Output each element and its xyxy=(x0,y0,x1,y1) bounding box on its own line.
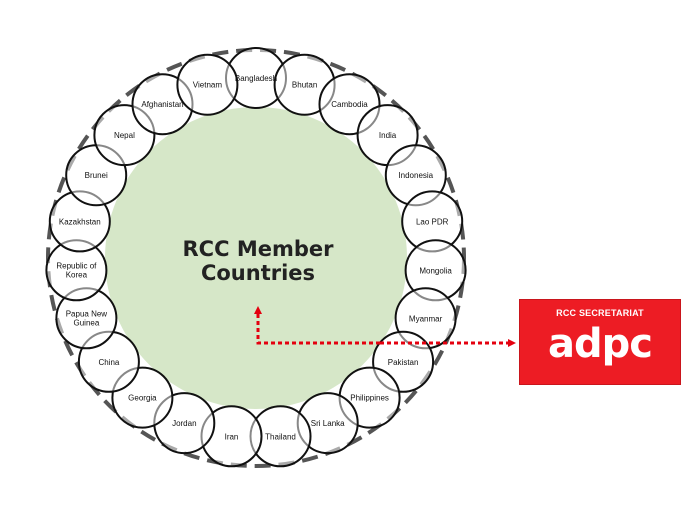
country-label: Thailand xyxy=(265,432,296,441)
country-label: Bangladesh xyxy=(235,74,277,83)
country-label: Brunei xyxy=(85,171,108,180)
country-label: Myanmar xyxy=(409,314,443,323)
center-title-line1: RCC Member xyxy=(183,237,335,261)
country-label: Mongolia xyxy=(419,266,452,275)
country-label: Kazakhstan xyxy=(59,217,101,226)
link-arrow-to-center xyxy=(254,306,380,345)
country-label: India xyxy=(379,131,397,140)
country-label: Iran xyxy=(225,432,239,441)
country-label: Cambodia xyxy=(331,100,368,109)
country-label: Nepal xyxy=(114,131,135,140)
country-label: Georgia xyxy=(128,394,157,403)
center-circle xyxy=(105,107,407,409)
country-label: Vietnam xyxy=(193,81,223,90)
secretariat-title: RCC SECRETARIAT xyxy=(556,308,644,318)
country-label: Pakistan xyxy=(388,358,419,367)
country-label: Lao PDR xyxy=(416,217,449,226)
country-label: Sri Lanka xyxy=(311,419,345,428)
country-label: Indonesia xyxy=(398,171,433,180)
country-bubbles: BangladeshBhutanCambodiaIndiaIndonesiaLa… xyxy=(45,47,467,468)
country-label: China xyxy=(98,358,119,367)
country-bubble xyxy=(176,53,239,116)
center-title-line2: Countries xyxy=(201,261,315,285)
country-label: Bhutan xyxy=(292,81,317,90)
adpc-logo: adpc xyxy=(548,321,653,367)
country-label: Jordan xyxy=(172,419,196,428)
country-label: Afghanistan xyxy=(141,100,183,109)
secretariat-box: RCC SECRETARIAT adpc xyxy=(519,299,681,385)
country-label: Philippines xyxy=(350,394,389,403)
